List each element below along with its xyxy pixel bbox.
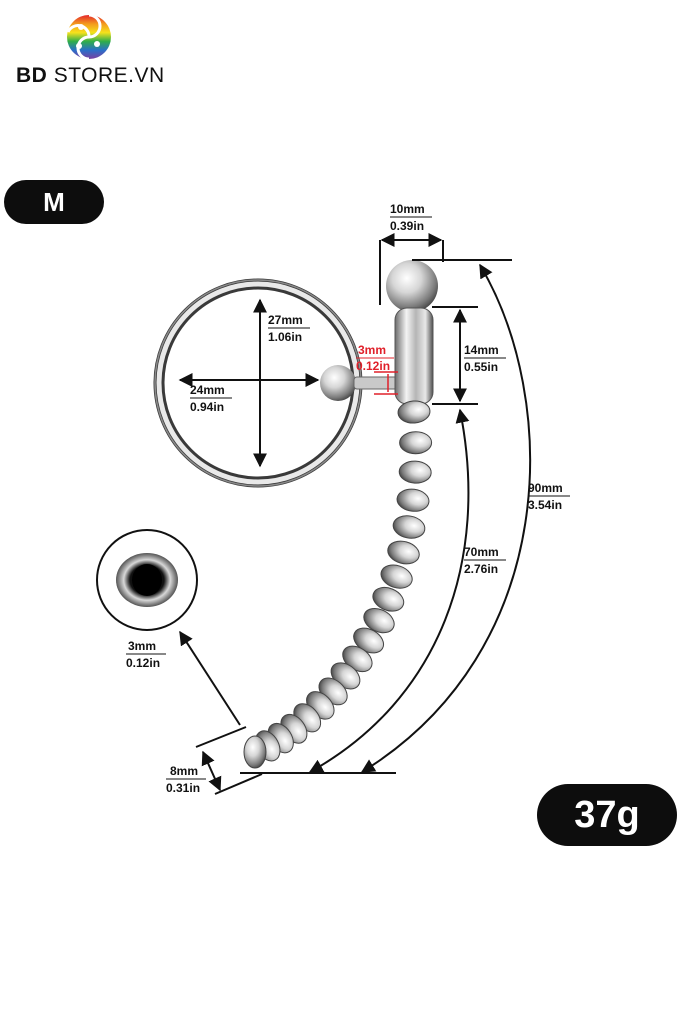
label-connector: 3mm 0.12in (356, 343, 394, 373)
label-hole: 3mm 0.12in (126, 639, 166, 670)
label-rod-length: 70mm 2.76in (464, 545, 506, 576)
brand-logo: BD STORE.VN (16, 14, 176, 94)
svg-text:8mm: 8mm (170, 764, 198, 778)
svg-text:70mm: 70mm (464, 545, 499, 559)
svg-text:0.39in: 0.39in (390, 219, 424, 233)
svg-text:0.55in: 0.55in (464, 360, 498, 374)
connector-dimension (374, 371, 398, 395)
svg-text:27mm: 27mm (268, 313, 303, 327)
svg-text:3mm: 3mm (128, 639, 156, 653)
svg-text:0.31in: 0.31in (166, 781, 200, 795)
weight-badge: 37g (537, 784, 677, 846)
rod-bead (399, 431, 433, 455)
label-head-length: 14mm 0.55in (464, 343, 506, 374)
rod-bead (243, 735, 267, 769)
svg-text:2.76in: 2.76in (464, 562, 498, 576)
rod-bead (387, 540, 420, 565)
svg-text:0.12in: 0.12in (356, 359, 390, 373)
label-tip-width: 8mm 0.31in (166, 764, 206, 795)
svg-text:0.12in: 0.12in (126, 656, 160, 670)
size-badge: M (4, 180, 104, 224)
svg-text:90mm: 90mm (528, 481, 563, 495)
hole-inset (96, 529, 198, 631)
rod-bead (396, 488, 430, 512)
brand-name: BD STORE.VN (16, 64, 165, 88)
head-ball (386, 260, 438, 312)
dimension-lines (178, 233, 532, 795)
rainbow-yin-yang-icon (66, 14, 111, 60)
label-ring-height: 27mm 1.06in (268, 313, 310, 344)
label-ring-width: 24mm 0.94in (190, 383, 232, 414)
label-total-length: 90mm 3.54in (528, 481, 570, 512)
svg-text:0.94in: 0.94in (190, 400, 224, 414)
label-head-width: 10mm 0.39in (390, 202, 432, 233)
beaded-rod (243, 400, 433, 769)
svg-text:3.54in: 3.54in (528, 498, 562, 512)
svg-text:1.06in: 1.06in (268, 330, 302, 344)
brand-name-rest: STORE.VN (53, 64, 165, 87)
brand-name-bold: BD (16, 64, 48, 87)
svg-text:3mm: 3mm (358, 343, 386, 357)
connector-bar (353, 376, 401, 390)
head-cylinder (394, 307, 434, 405)
ring-ball (320, 365, 356, 401)
svg-text:10mm: 10mm (390, 202, 425, 216)
rod-bead (398, 460, 432, 484)
svg-text:24mm: 24mm (190, 383, 225, 397)
rod-bead (392, 515, 426, 539)
svg-text:14mm: 14mm (464, 343, 499, 357)
